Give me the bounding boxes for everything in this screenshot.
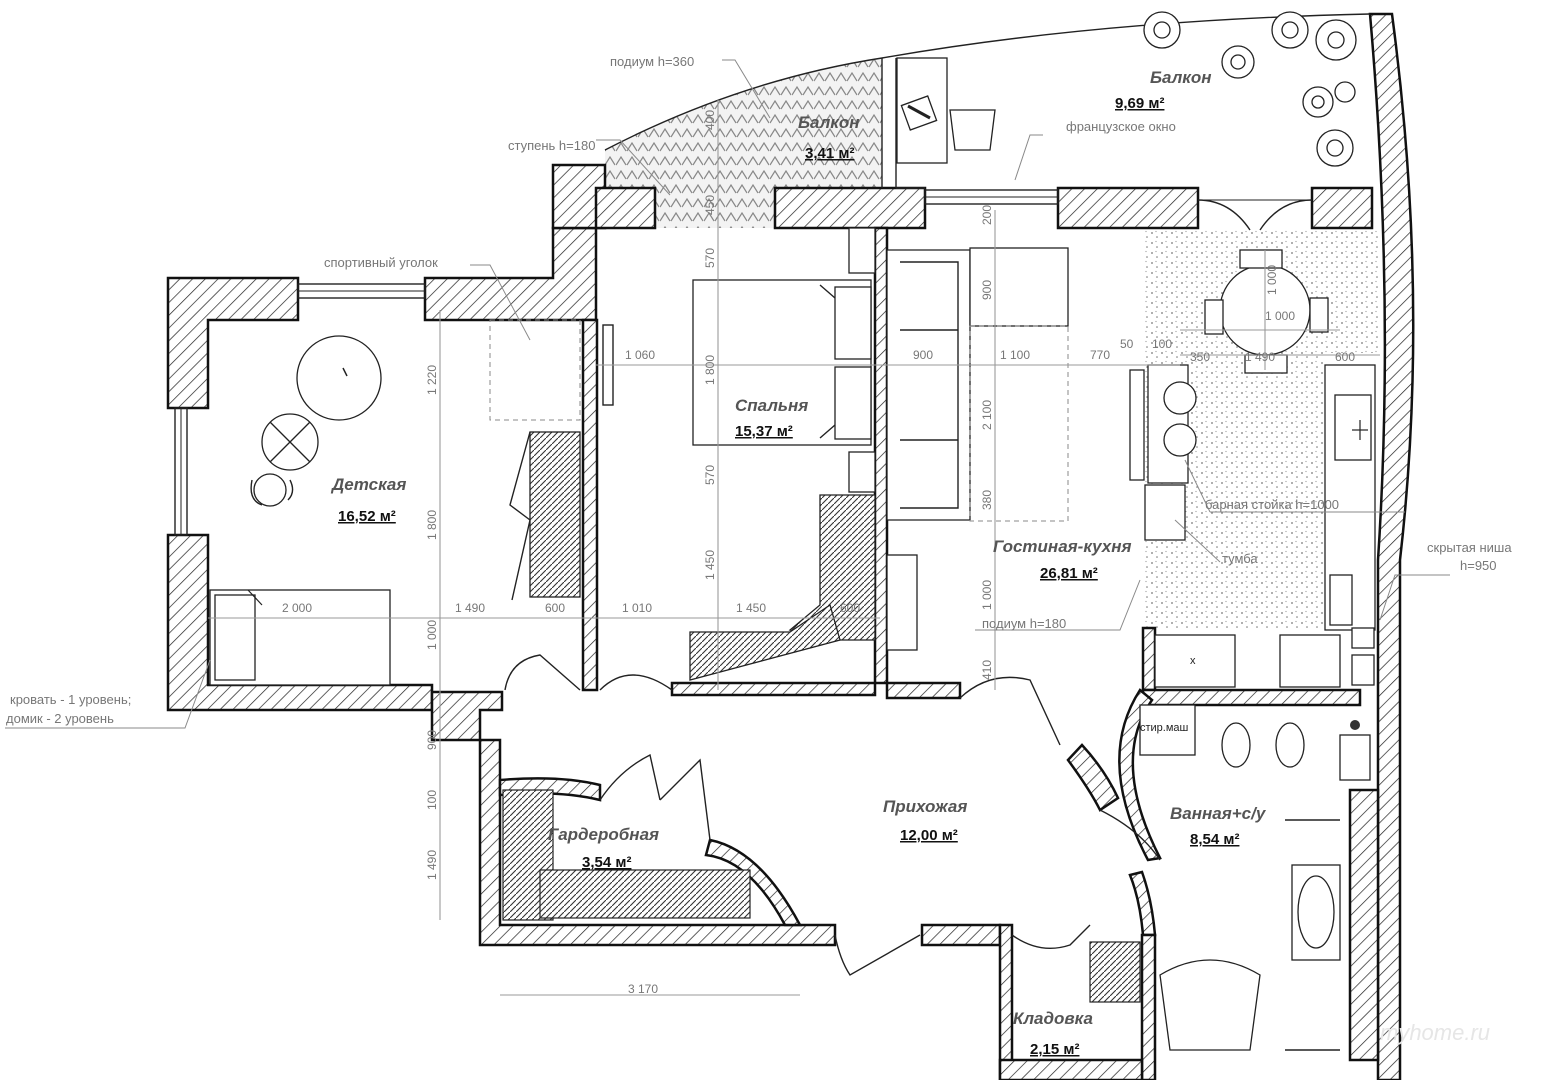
dim-label: 3 170 [628,982,658,996]
dim-label: 1 490 [1245,350,1275,364]
small-balcony-podium [605,58,882,188]
note-hidden-niche-1: скрытая ниша [1427,540,1512,555]
dim-label: 1 450 [736,601,766,615]
dim-label: 770 [1090,348,1110,362]
note-bed-2: домик - 2 уровень [6,711,114,726]
room-area-balcony-small: 3,41 м² [805,145,854,162]
room-name-bathroom: Ванная+с/у [1170,804,1267,823]
dim-label: 1 000 [980,580,994,610]
balconies [604,11,1371,189]
dim-label: 900 [980,280,994,300]
dim-label: 570 [703,465,717,485]
dim-label: 380 [980,490,994,510]
dim-label: 570 [703,248,717,268]
dim-label: 900 [425,730,439,750]
dim-label: 1 490 [455,601,485,615]
leader-lines [5,59,1450,729]
wardrobe-furniture [502,789,751,921]
dim-label: 1 220 [425,365,439,395]
dim-label: 1 490 [425,850,439,880]
dim-label: 900 [913,348,933,362]
dim-label: 600 [1335,350,1355,364]
note-bed-1: кровать - 1 уровень; [10,692,131,707]
room-name-hallway: Прихожая [883,797,967,816]
room-name-wardrobe: Гардеробная [548,825,659,844]
dim-label: 100 [1152,337,1172,351]
dim-label: 2 100 [980,400,994,430]
room-name-bedroom: Спальня [735,396,808,415]
note-podium-360: подиум h=360 [610,54,694,69]
dimension-labels: 1 060 900 1 100 770 50 100 350 1 490 600… [282,110,1355,996]
windows [174,189,1313,536]
room-name-balcony-big: Балкон [1150,68,1212,87]
room-area-wardrobe: 3,54 м² [582,854,631,871]
plant-icons [1143,11,1357,167]
note-french-window: французское окно [1066,119,1176,134]
dim-label: 100 [425,790,439,810]
room-area-living-kitchen: 26,81 м² [1040,565,1098,582]
note-podium-180: подиум h=180 [982,616,1066,631]
dim-label: 50 [1120,337,1134,351]
dim-label: 350 [1190,350,1210,364]
room-name-living-kitchen: Гостиная-кухня [993,537,1132,556]
dim-label: 600 [840,601,860,615]
dim-label: 1 800 [703,355,717,385]
watermark: myhome.ru [1380,1020,1490,1045]
room-area-hallway: 12,00 м² [900,827,958,844]
living-furniture: x [886,247,1376,688]
note-cabinet: тумба [1222,551,1258,566]
room-name-balcony-small: Балкон [798,113,860,132]
step-strip [655,188,775,228]
doors [504,654,1161,976]
dim-label: 1 000 [1265,309,1295,323]
bathroom-furniture [1089,704,1371,1051]
room-area-balcony-big: 9,69 м² [1115,95,1164,112]
room-area-kids: 16,52 м² [338,508,396,525]
dim-label: 1 010 [622,601,652,615]
dim-label: 1 000 [425,620,439,650]
room-name-storage: Кладовка [1013,1009,1093,1028]
room-area-storage: 2,15 м² [1030,1041,1079,1058]
note-hidden-niche-2: h=950 [1460,558,1497,573]
dim-label: 200 [980,205,994,225]
note-washer: стир.маш [1140,722,1189,734]
dim-label: 1 100 [1000,348,1030,362]
dim-label: 410 [980,660,994,680]
dim-label: 1 450 [703,550,717,580]
dim-label: 1 000 [1265,265,1279,295]
dimension-lines [208,100,1380,996]
dim-label: 600 [545,601,565,615]
kids-furniture [209,319,581,686]
svg-text:x: x [1190,655,1196,667]
room-area-bathroom: 8,54 м² [1190,831,1239,848]
room-name-kids: Детская [330,475,406,494]
walls [166,12,1415,1080]
dim-label: 1 060 [625,348,655,362]
dim-label: 1 800 [425,510,439,540]
dim-label: 400 [703,110,717,130]
dim-label: 450 [703,195,717,215]
note-step-180: ступень h=180 [508,138,595,153]
note-bar-counter: барная стойка h=1000 [1205,497,1339,512]
dim-label: 2 000 [282,601,312,615]
room-area-bedroom: 15,37 м² [735,423,793,440]
bedroom-furniture [602,227,876,681]
note-sport-corner: спортивный уголок [324,255,438,270]
